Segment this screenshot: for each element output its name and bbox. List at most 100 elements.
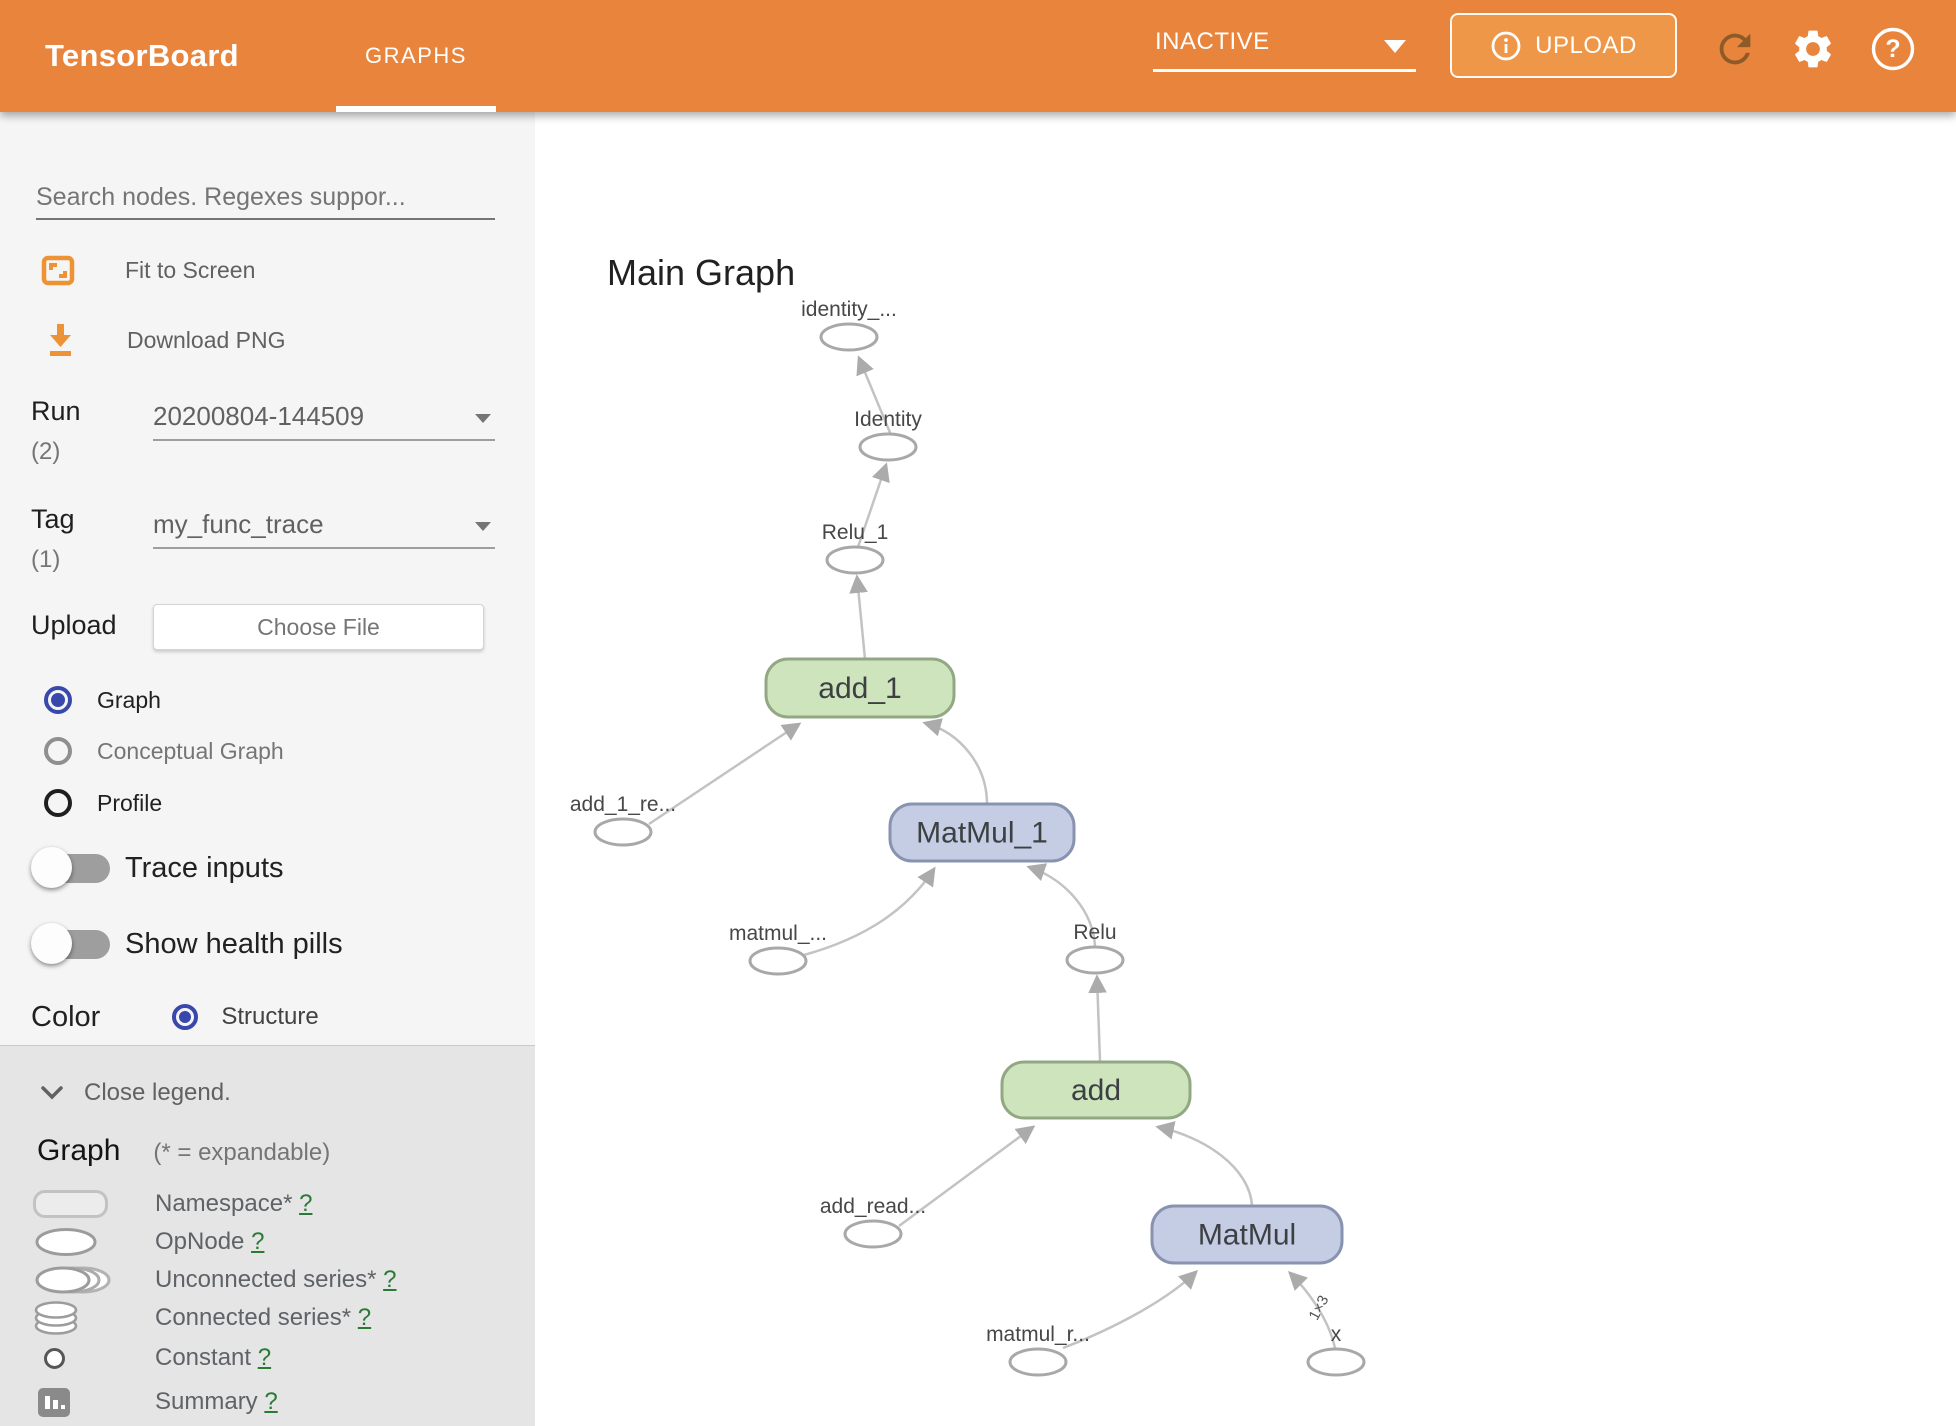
function-node-label: add bbox=[1071, 1074, 1121, 1107]
op-node-label: Identity bbox=[854, 408, 922, 431]
summary-icon bbox=[38, 1387, 70, 1417]
close-legend-button[interactable]: Close legend. bbox=[40, 1076, 231, 1110]
info-icon bbox=[1491, 31, 1521, 60]
choose-file-button[interactable]: Choose File bbox=[153, 604, 484, 650]
legend-item-opnode: OpNode ? bbox=[0, 1225, 500, 1259]
radio-unselected-icon bbox=[44, 737, 72, 765]
svg-text:?: ? bbox=[1885, 35, 1900, 63]
run-select[interactable]: 20200804-144509 bbox=[153, 398, 495, 441]
download-icon bbox=[50, 324, 71, 356]
op-node[interactable] bbox=[748, 946, 808, 976]
function-node-label: MatMul bbox=[1198, 1219, 1296, 1252]
unconnected-series-shape bbox=[35, 1266, 111, 1294]
help-link[interactable]: ? bbox=[264, 1388, 278, 1415]
radio-selected-icon bbox=[44, 686, 72, 714]
graph-edge bbox=[856, 355, 893, 436]
connected-series-shape bbox=[34, 1301, 78, 1335]
graph-edge bbox=[803, 866, 936, 957]
tab-graphs[interactable]: GRAPHS bbox=[365, 43, 467, 68]
fit-to-screen-icon bbox=[41, 255, 75, 286]
legend-item-constant: Constant ? bbox=[0, 1341, 500, 1375]
refresh-icon[interactable] bbox=[1712, 26, 1758, 72]
fit-to-screen-button[interactable]: Fit to Screen bbox=[41, 253, 255, 287]
app-header: TensorBoard GRAPHS INACTIVE UPLOAD ? bbox=[0, 0, 1956, 112]
upload-button-label: UPLOAD bbox=[1535, 31, 1637, 59]
op-node[interactable] bbox=[819, 322, 879, 352]
namespace-shape bbox=[33, 1190, 108, 1218]
chevron-down-icon bbox=[475, 522, 491, 531]
radio-structure[interactable] bbox=[172, 1004, 199, 1030]
gear-icon[interactable] bbox=[1790, 26, 1836, 72]
function-node[interactable] bbox=[888, 802, 1076, 863]
help-link[interactable]: ? bbox=[357, 1304, 372, 1331]
status-dropdown-value: INACTIVE bbox=[1155, 28, 1270, 55]
color-label: Color bbox=[31, 1000, 101, 1033]
radio-unselected-icon bbox=[44, 789, 72, 817]
radio-conceptual-graph[interactable]: Conceptual Graph bbox=[44, 734, 284, 768]
op-node-label: Relu_1 bbox=[822, 521, 889, 544]
op-node-label: add_1_re... bbox=[570, 793, 676, 816]
tab-active-underline bbox=[336, 106, 496, 112]
run-count: (2) bbox=[31, 438, 61, 465]
show-health-pills-toggle[interactable]: Show health pills bbox=[31, 922, 343, 966]
radio-graph[interactable]: Graph bbox=[44, 683, 161, 717]
op-node-label: matmul_r... bbox=[986, 1323, 1090, 1346]
legend-item-summary: Summary ? bbox=[0, 1385, 500, 1419]
run-select-value: 20200804-144509 bbox=[153, 401, 365, 431]
tag-label: Tag bbox=[31, 504, 75, 534]
download-png-label: Download PNG bbox=[127, 326, 286, 353]
op-node-label: add_read... bbox=[820, 1195, 926, 1218]
opnode-shape bbox=[35, 1228, 97, 1256]
function-node[interactable] bbox=[1150, 1204, 1344, 1265]
legend-item-namespace: Namespace* ? bbox=[0, 1187, 500, 1221]
graph-edge bbox=[1088, 974, 1107, 1062]
trace-inputs-toggle[interactable]: Trace inputs bbox=[31, 846, 284, 890]
status-dropdown[interactable]: INACTIVE bbox=[1153, 20, 1416, 72]
function-node[interactable] bbox=[764, 657, 956, 719]
op-node[interactable] bbox=[843, 1219, 903, 1249]
help-link[interactable]: ? bbox=[299, 1190, 313, 1217]
app-logo: TensorBoard bbox=[45, 38, 239, 73]
radio-profile[interactable]: Profile bbox=[44, 786, 162, 820]
upload-button[interactable]: UPLOAD bbox=[1450, 13, 1677, 78]
function-node[interactable] bbox=[1000, 1060, 1192, 1120]
op-node[interactable] bbox=[858, 432, 918, 462]
help-link[interactable]: ? bbox=[257, 1344, 272, 1371]
legend-heading: Graph (* = expandable) bbox=[37, 1134, 331, 1167]
graph-edge bbox=[1062, 1270, 1199, 1350]
chevron-down-icon bbox=[475, 414, 491, 423]
op-node[interactable] bbox=[593, 817, 653, 847]
graph-edge bbox=[922, 718, 989, 805]
op-node-label: matmul_... bbox=[729, 922, 827, 945]
search-input[interactable] bbox=[36, 158, 495, 220]
op-node[interactable] bbox=[825, 545, 885, 575]
chevron-down-icon bbox=[1384, 40, 1406, 53]
op-node-label: identity_... bbox=[801, 298, 897, 321]
run-label: Run bbox=[31, 396, 81, 426]
tag-select-value: my_func_trace bbox=[153, 509, 324, 539]
op-node[interactable] bbox=[1008, 1347, 1068, 1377]
legend-item-unconnected-series: Unconnected series* ? bbox=[0, 1263, 500, 1297]
function-node-label: MatMul_1 bbox=[916, 817, 1048, 850]
graph-edge bbox=[1026, 863, 1097, 947]
download-png-button[interactable]: Download PNG bbox=[43, 322, 286, 358]
graph-edge bbox=[648, 722, 802, 826]
op-node-label: Relu bbox=[1073, 921, 1116, 944]
constant-shape bbox=[44, 1347, 65, 1369]
graph-edge bbox=[1288, 1271, 1337, 1349]
legend-item-connected-series: Connected series* ? bbox=[0, 1301, 500, 1335]
graph-edge bbox=[849, 574, 868, 660]
tag-select[interactable]: my_func_trace bbox=[153, 506, 495, 549]
op-node[interactable] bbox=[1306, 1347, 1366, 1377]
fit-to-screen-label: Fit to Screen bbox=[125, 256, 256, 283]
help-link[interactable]: ? bbox=[383, 1266, 397, 1293]
op-node[interactable] bbox=[1065, 945, 1125, 975]
tag-count: (1) bbox=[31, 546, 61, 573]
toggle-off-icon bbox=[31, 846, 111, 890]
graph-edge bbox=[1155, 1121, 1254, 1207]
toggle-off-icon bbox=[31, 922, 111, 966]
legend-panel: Close legend. Graph (* = expandable) Nam… bbox=[0, 1045, 535, 1426]
help-icon[interactable]: ? bbox=[1870, 26, 1916, 72]
help-link[interactable]: ? bbox=[251, 1228, 265, 1255]
